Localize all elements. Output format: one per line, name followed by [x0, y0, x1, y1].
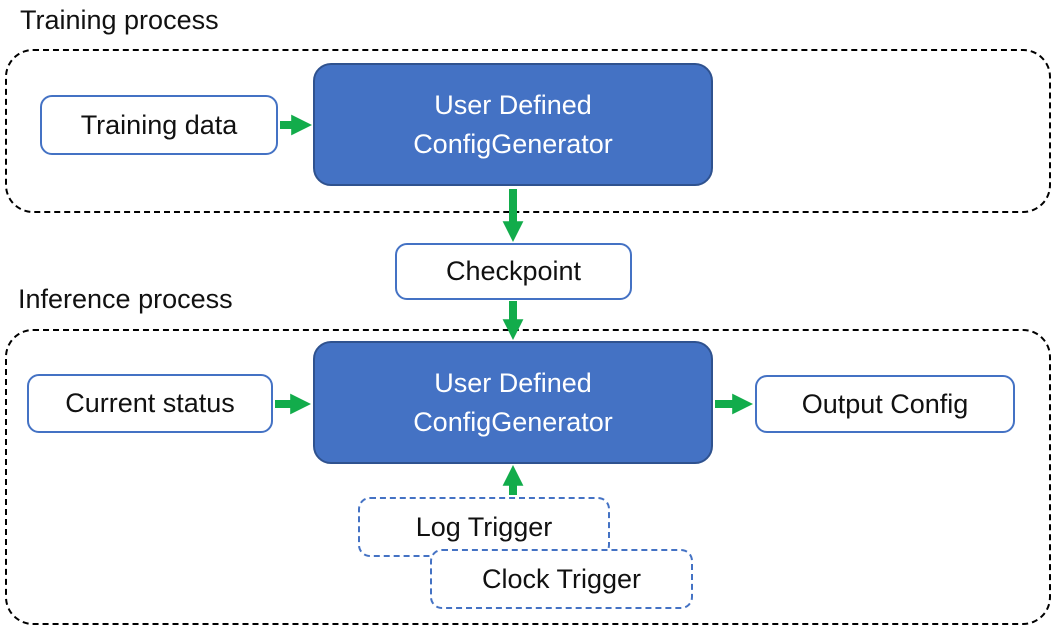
config-generator-training-node: User Defined ConfigGenerator — [313, 63, 713, 186]
current-status-node: Current status — [27, 374, 273, 433]
output-config-label: Output Config — [801, 388, 969, 419]
config-generator-inference-node: User Defined ConfigGenerator — [313, 341, 713, 464]
output-config-node: Output Config — [755, 375, 1015, 433]
training-data-label: Training data — [80, 109, 238, 140]
training-process-label: Training process — [20, 5, 219, 35]
inference-process-container — [5, 329, 1051, 625]
config-generator-training-line2: ConfigGenerator — [413, 128, 613, 159]
config-generator-inference-line1: User Defined — [434, 368, 592, 399]
log-trigger-label: Log Trigger — [415, 511, 553, 542]
checkpoint-node: Checkpoint — [395, 243, 632, 300]
training-data-node: Training data — [40, 95, 278, 155]
log-trigger-node: Log Trigger — [358, 497, 610, 557]
clock-trigger-label: Clock Trigger — [481, 563, 642, 594]
clock-trigger-node: Clock Trigger — [430, 549, 693, 609]
config-generator-training-line1: User Defined — [434, 90, 592, 121]
inference-process-label: Inference process — [18, 284, 233, 314]
training-process-container — [5, 49, 1051, 213]
current-status-label: Current status — [65, 388, 235, 418]
config-generator-inference-line2: ConfigGenerator — [413, 406, 613, 437]
checkpoint-label: Checkpoint — [445, 256, 582, 286]
